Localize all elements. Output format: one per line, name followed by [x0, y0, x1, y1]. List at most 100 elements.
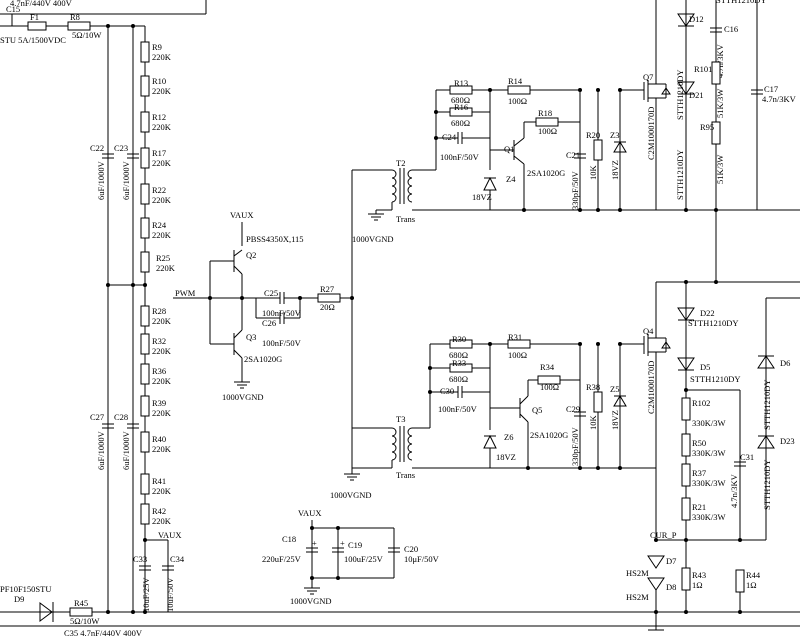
pwm-label: PWM — [175, 288, 196, 298]
r31-value: 100Ω — [508, 350, 527, 360]
q7-part: C2M1000170D — [646, 107, 656, 160]
z5-label: Z5 — [610, 384, 619, 394]
c19-label: C19 — [348, 540, 362, 550]
c27-label: C27 — [90, 412, 104, 422]
t3-gate-driver: T3 Trans 1000VGND R30 680Ω R33 680Ω R31 … — [330, 282, 671, 540]
c15-label: C15 — [6, 4, 20, 14]
r22-label: R22 — [152, 185, 166, 195]
c23-value: 6uF/1000V — [121, 160, 131, 200]
r32-label: R32 — [152, 336, 166, 346]
r13-label: R13 — [454, 78, 468, 88]
z3-label: Z3 — [610, 130, 619, 140]
d7-part: HS2M — [626, 568, 649, 578]
r16-label: R16 — [454, 102, 468, 112]
d22-part: STTH1210DY — [688, 318, 739, 328]
r34-value: 100Ω — [540, 382, 559, 392]
gnd-label-2: 1000VGND — [352, 234, 394, 244]
c18-value: 220uF/25V — [262, 554, 302, 564]
q7-label: Q7 — [643, 72, 653, 82]
r43-label: R43 — [692, 570, 706, 580]
q3-part: 2SA1020G — [244, 354, 282, 364]
c17-value: 4.7n/3KV — [762, 94, 797, 104]
pf-label: PF10F150STU — [0, 584, 52, 594]
c25-value: 100nF/50V — [262, 308, 302, 318]
r95-label: R95 — [700, 122, 714, 132]
r102-label: R102 — [692, 398, 710, 408]
f1-label: F1 — [30, 12, 39, 22]
c35-label: C35 4.7nF/440V 400V — [64, 628, 143, 637]
c25-label: C25 — [264, 288, 278, 298]
vaux-label-3: VAUX — [298, 508, 321, 518]
r45-value: 5Ω/10W — [70, 616, 99, 626]
c24-label: C24 — [442, 132, 457, 142]
r28-value: 220K — [152, 316, 172, 326]
t3-label: T3 — [396, 414, 405, 424]
d12-label: D12 — [689, 14, 704, 24]
c30-value: 100nF/50V — [438, 404, 478, 414]
q5-label: Q5 — [532, 405, 542, 415]
c30-label: C30 — [440, 386, 454, 396]
z6-label: Z6 — [504, 432, 513, 442]
r24-label: R24 — [152, 220, 167, 230]
r40-value: 220K — [152, 444, 172, 454]
c18-label: C18 — [282, 534, 296, 544]
r101-value: 51K/3W — [715, 89, 725, 118]
r32-value: 220K — [152, 346, 172, 356]
stth-top: STTH1210DY — [716, 0, 767, 5]
c26-value: 100nF/50V — [262, 338, 302, 348]
r37-value: 330K/3W — [692, 478, 726, 488]
r33-value: 680Ω — [449, 374, 468, 384]
c27-value: 6uF/1000V — [96, 430, 106, 470]
r34-label: R34 — [540, 362, 555, 372]
r102-value: 330K/3W — [692, 418, 726, 428]
z4-value: 18VZ — [472, 192, 492, 202]
d23-label: D23 — [780, 436, 795, 446]
r21-label: R21 — [692, 502, 706, 512]
aux-supply: VAUX + + C18 220uF/25V C19 100uF/25V C20… — [262, 508, 440, 606]
r10-value: 220K — [152, 86, 172, 96]
r45-label: R45 — [74, 598, 88, 608]
r31-label: R31 — [508, 332, 522, 342]
r17-value: 220K — [152, 158, 172, 168]
r24-value: 220K — [152, 230, 172, 240]
r30-label: R30 — [452, 334, 466, 344]
c22-value: 6uF/1000V — [96, 160, 106, 200]
gnd-label-1: 1000VGND — [222, 392, 264, 402]
q4-part: C2M1000170D — [646, 361, 656, 414]
r43-value: 1Ω — [692, 580, 703, 590]
r25-label: R25 — [156, 253, 170, 263]
c29-value: 330pF/50V — [570, 426, 580, 466]
r42-label: R42 — [152, 506, 166, 516]
r20-label: R20 — [586, 130, 600, 140]
t2-gate-driver: T2 Trans 1000VGND R13 680Ω R16 680Ω R14 … — [352, 0, 671, 244]
cur-p-label: CUR_P — [650, 530, 677, 540]
t2-label: T2 — [396, 158, 405, 168]
r9-value: 220K — [152, 52, 172, 62]
r41-value: 220K — [152, 486, 172, 496]
d22-label: D22 — [700, 308, 715, 318]
r38-value: 10K — [588, 415, 598, 431]
d8-part: HS2M — [626, 592, 649, 602]
c16-value: 4.7n/3KV — [715, 43, 725, 78]
c31-label: C31 — [740, 452, 754, 462]
t2-trans-label: Trans — [396, 214, 415, 224]
c33-value: 10uF/25V — [141, 577, 151, 612]
c34-value: 10uF/50V — [165, 577, 175, 612]
r44-label: R44 — [746, 570, 761, 580]
r28-label: R28 — [152, 306, 166, 316]
c21-label: C21 — [566, 150, 580, 160]
d8-label: D8 — [666, 582, 676, 592]
r18-label: R18 — [538, 108, 552, 118]
svg-text:+: + — [312, 538, 317, 548]
q2-part: PBSS4350X,115 — [246, 234, 304, 244]
z5-value: 18VZ — [610, 410, 620, 430]
c31-value: 4.7n/3KV — [729, 473, 739, 508]
stu-label: STU 5A/1500VDC — [0, 35, 66, 45]
d21-part: STTH1210DY — [675, 149, 685, 200]
r12-label: R12 — [152, 112, 166, 122]
t3-trans-label: Trans — [396, 470, 415, 480]
r39-value: 220K — [152, 408, 172, 418]
r30-value: 680Ω — [449, 350, 468, 360]
